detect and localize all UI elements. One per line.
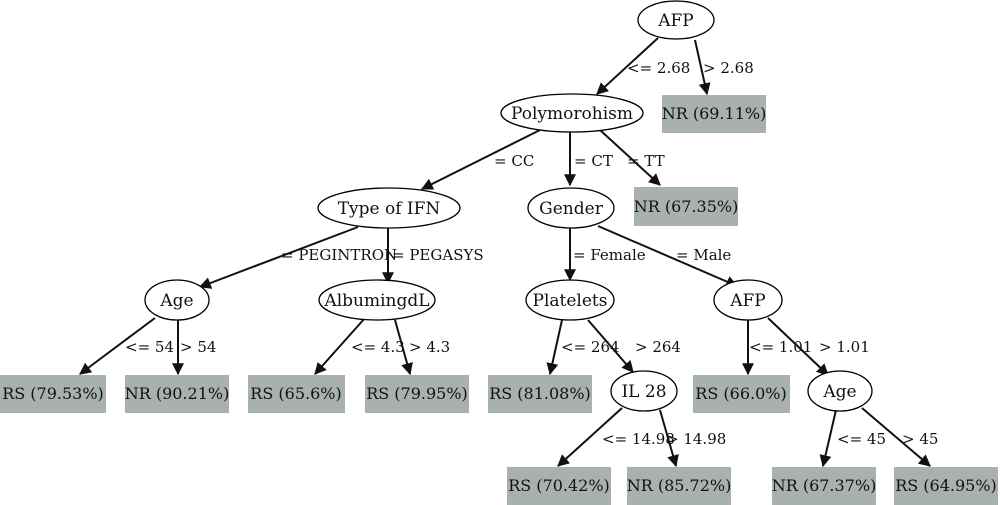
edge-age-to-rs-7953 — [79, 317, 156, 375]
leaf-nr-6735-label: NR (67.35%) — [634, 197, 739, 216]
leaf-rs-7995: RS (79.95%) — [365, 375, 469, 413]
edge-ifn-to-age — [198, 226, 359, 289]
edge-label-il28-gt: > 14.98 — [666, 430, 726, 448]
edge-afp-to-nr-6911 — [694, 39, 711, 96]
node-afp-root: AFP — [637, 0, 715, 40]
node-type-ifn-label: Type of IFN — [338, 199, 441, 219]
node-gender-label: Gender — [539, 199, 604, 219]
leaf-rs-656: RS (65.6%) — [248, 375, 345, 413]
edge-albumin-to-rs-7995 — [394, 319, 413, 376]
decision-nodes: AFP Polymorohism Type of IFN Gender Age … — [144, 0, 873, 412]
node-albumin-label: AlbumingdL — [323, 291, 429, 311]
edge-gender-to-afp — [597, 225, 739, 288]
leaf-nr-9021-label: NR (90.21%) — [125, 384, 230, 403]
leaf-rs-6495-label: RS (64.95%) — [895, 476, 997, 495]
leaf-rs-7953-label: RS (79.53%) — [2, 384, 104, 403]
edge-label-age-le: <= 54 — [125, 338, 174, 356]
leaf-rs-7953: RS (79.53%) — [0, 375, 106, 413]
edge-label-poly-ct: = CT — [574, 152, 613, 170]
leaf-rs-8108-label: RS (81.08%) — [489, 384, 591, 403]
node-albumin: AlbumingdL — [318, 279, 436, 321]
node-afp-male: AFP — [713, 279, 783, 321]
edge-label-afp2-le: <= 1.01 — [749, 338, 812, 356]
edge-age2-to-rs-6495 — [861, 407, 931, 467]
edges — [79, 37, 931, 468]
edge-label-ifn-pegasys: = PEGASYS — [392, 246, 484, 264]
leaf-rs-660-label: RS (66.0%) — [695, 384, 786, 403]
node-afp-male-label: AFP — [729, 291, 766, 311]
edge-poly-to-type-ifn — [420, 129, 541, 190]
edge-platelets-to-rs-8108 — [546, 319, 563, 376]
node-platelets-label: Platelets — [533, 291, 608, 311]
leaf-nr-8572-label: NR (85.72%) — [627, 476, 732, 495]
edge-age2-to-nr-6737 — [819, 409, 837, 468]
node-il28: IL 28 — [610, 370, 678, 412]
edge-label-ifn-pegintron: = PEGINTRON — [281, 246, 397, 264]
node-age-male: Age — [807, 370, 873, 412]
node-platelets: Platelets — [525, 279, 615, 321]
edge-label-age2-le: <= 45 — [837, 430, 886, 448]
edge-afp2-to-age — [767, 317, 829, 376]
leaf-rs-6495: RS (64.95%) — [894, 467, 998, 505]
edge-label-gender-female: = Female — [573, 246, 646, 264]
node-polymorphism-label: Polymorohism — [511, 104, 633, 124]
node-age-male-label: Age — [822, 382, 856, 402]
edge-albumin-to-rs-656 — [314, 317, 366, 375]
leaf-rs-7042: RS (70.42%) — [507, 467, 611, 505]
edge-label-age2-gt: > 45 — [902, 430, 938, 448]
edge-il28-to-nr-8572 — [659, 409, 679, 468]
leaf-nr-8572: NR (85.72%) — [627, 467, 732, 505]
edge-label-alb-gt: > 4.3 — [409, 338, 450, 356]
leaf-nodes: NR (69.11%) NR (67.35%) RS (79.53%) NR (… — [0, 95, 998, 505]
leaf-rs-8108: RS (81.08%) — [488, 375, 592, 413]
leaf-nr-6911-label: NR (69.11%) — [662, 104, 767, 123]
edge-poly-to-nr-6735 — [599, 129, 661, 186]
node-gender: Gender — [527, 187, 615, 229]
node-type-ifn: Type of IFN — [317, 187, 461, 229]
edge-label-afp-gt: > 2.68 — [703, 59, 754, 77]
edge-label-afp-le: <= 2.68 — [627, 59, 690, 77]
leaf-nr-6737: NR (67.37%) — [772, 467, 877, 505]
edge-label-il28-le: <= 14.98 — [602, 430, 675, 448]
node-age-ifn: Age — [144, 279, 210, 321]
leaf-rs-7042-label: RS (70.42%) — [508, 476, 610, 495]
edge-label-gender-male: = Male — [676, 246, 731, 264]
leaf-nr-9021: NR (90.21%) — [125, 375, 230, 413]
leaf-rs-7995-label: RS (79.95%) — [366, 384, 468, 403]
node-afp-root-label: AFP — [657, 11, 694, 31]
node-il28-label: IL 28 — [621, 382, 666, 402]
edge-labels: <= 2.68 > 2.68 = CC = CT = TT = PEGINTRO… — [125, 59, 938, 448]
leaf-rs-660: RS (66.0%) — [693, 375, 790, 413]
leaf-nr-6911: NR (69.11%) — [662, 95, 767, 133]
edge-label-afp2-gt: > 1.01 — [819, 338, 870, 356]
edge-afp-to-polymorphism — [596, 37, 659, 95]
leaf-rs-656-label: RS (65.6%) — [250, 384, 341, 403]
edge-label-alb-le: <= 4.3 — [351, 338, 405, 356]
node-age-ifn-label: Age — [159, 291, 193, 311]
edge-label-poly-cc: = CC — [494, 152, 534, 170]
edge-label-plt-le: <= 264 — [561, 338, 620, 356]
edge-il28-to-rs-7042 — [557, 407, 623, 467]
edge-label-plt-gt: > 264 — [635, 338, 681, 356]
leaf-nr-6735: NR (67.35%) — [634, 187, 739, 226]
leaf-nr-6737-label: NR (67.37%) — [772, 476, 877, 495]
edge-platelets-to-il28 — [587, 319, 634, 373]
edge-label-poly-tt: = TT — [627, 152, 665, 170]
edge-label-age-gt: > 54 — [180, 338, 216, 356]
node-polymorphism: Polymorohism — [500, 93, 644, 133]
